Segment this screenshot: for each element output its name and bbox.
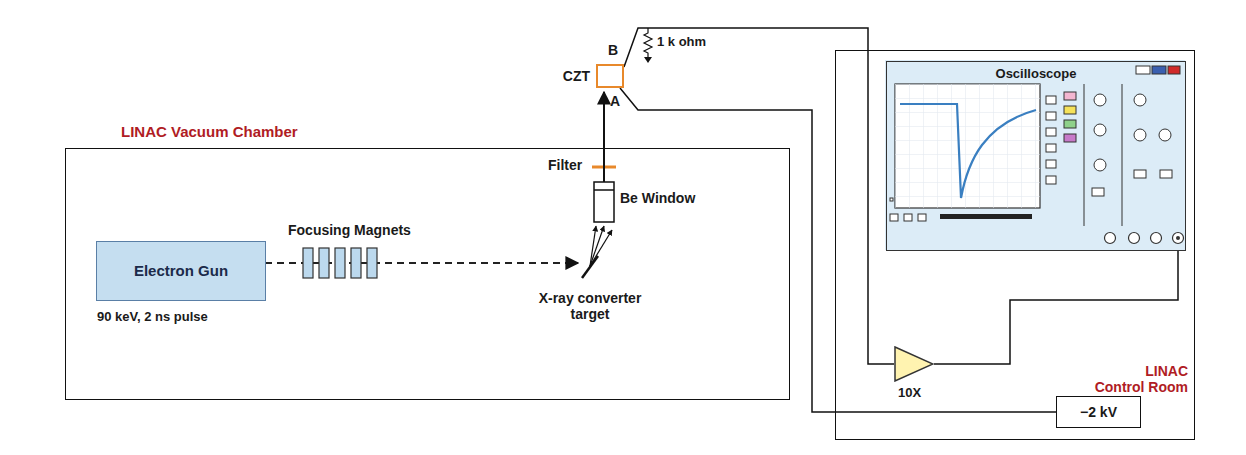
- scope-button: [1064, 106, 1076, 114]
- scope-knob: [1094, 94, 1106, 106]
- magnet: [367, 248, 377, 278]
- scope-knob: [1159, 129, 1171, 141]
- magnet: [319, 248, 329, 278]
- focusing-magnets: [303, 248, 377, 278]
- scope-button: [1046, 96, 1056, 104]
- scope-button: [1160, 170, 1172, 178]
- amplifier-triangle: [895, 347, 933, 381]
- region-title: LINAC Vacuum Chamber: [121, 123, 298, 140]
- scope-button: [1064, 120, 1076, 128]
- scope-button: [1168, 66, 1180, 74]
- scope-knob: [1134, 129, 1146, 141]
- be-window-tube: [594, 182, 614, 222]
- gain-label: 10X: [898, 386, 921, 401]
- part-label: Focusing Magnets: [288, 222, 411, 238]
- scope-screen: [895, 84, 1040, 208]
- scope-button: [918, 214, 926, 221]
- scope-inputs: [1105, 233, 1184, 244]
- oscilloscope-body: [885, 60, 1185, 250]
- scope-button: [1092, 188, 1104, 196]
- scope-button: [890, 214, 898, 221]
- spec-note: 90 keV, 2 ns pulse: [97, 310, 208, 325]
- detector-label: CZT: [563, 68, 590, 84]
- scope-button: [1064, 134, 1076, 142]
- czt-detector: CZT: [596, 64, 624, 88]
- terminal-label: B: [608, 42, 618, 58]
- scope-knob: [1094, 159, 1106, 171]
- scope-button: [1046, 112, 1056, 120]
- part-label: Be Window: [620, 190, 695, 206]
- part-label: X-ray converter target: [525, 290, 655, 322]
- scope-button: [1046, 176, 1056, 184]
- oscilloscope: Oscilloscope: [886, 61, 1186, 251]
- scope-button: [1064, 92, 1076, 100]
- be-window: [594, 189, 614, 191]
- panel-divider: [1084, 84, 1085, 226]
- control-room: Oscilloscope 10X −2 kV LINAC Control Room: [835, 50, 1195, 440]
- box-label: Electron Gun: [97, 262, 265, 279]
- component-value: 1 k ohm: [657, 35, 706, 50]
- box-label: −2 kV: [1057, 404, 1140, 420]
- scope-button: [904, 214, 912, 221]
- scope-buttons: [1046, 96, 1056, 184]
- scope-knob: [1134, 94, 1146, 106]
- wires: [620, 28, 1178, 412]
- power-supply-box: −2 kV: [1056, 396, 1141, 428]
- scope-button: [1046, 128, 1056, 136]
- x-ray-beam: [603, 92, 605, 182]
- amplifier-symbol: [894, 346, 934, 382]
- signal-wire: [620, 88, 1056, 412]
- screen-grid: [895, 84, 1040, 208]
- scope-button: [1152, 66, 1166, 74]
- scope-bar: [940, 214, 1032, 219]
- scope-button: [1046, 160, 1056, 168]
- input-connector: [1151, 233, 1162, 244]
- resistor-symbol: [644, 28, 652, 58]
- amplifier: 10X: [894, 346, 934, 382]
- instrument-title: Oscilloscope: [887, 67, 1185, 82]
- scope-button: [1134, 170, 1146, 178]
- scope-button: [1046, 144, 1056, 152]
- panel-divider: [1122, 84, 1123, 226]
- ground-symbol: [644, 57, 652, 63]
- input-connector: [1173, 233, 1184, 244]
- terminal-label: A: [610, 93, 620, 109]
- converter-target: [582, 256, 598, 278]
- input-pin: [1176, 236, 1180, 240]
- scope-knob: [1094, 124, 1106, 136]
- scope-trace: [900, 104, 1036, 198]
- scope-button: [1136, 66, 1150, 74]
- part-label: Filter: [548, 157, 582, 173]
- magnet: [303, 248, 313, 278]
- electron-gun-box: Electron Gun90 keV, 2 ns pulse: [96, 241, 266, 301]
- input-connector: [1129, 233, 1140, 244]
- x-ray: [590, 230, 612, 266]
- signal-wire: [934, 251, 1178, 364]
- region-title: LINAC Control Room: [1093, 363, 1188, 395]
- vacuum-chamber: Electron Gun90 keV, 2 ns pulseLINAC Vacu…: [65, 148, 790, 400]
- scope-button: [890, 198, 893, 201]
- magnet: [351, 248, 361, 278]
- magnet: [335, 248, 345, 278]
- scope-knobs: [1092, 94, 1172, 196]
- input-connector: [1105, 233, 1116, 244]
